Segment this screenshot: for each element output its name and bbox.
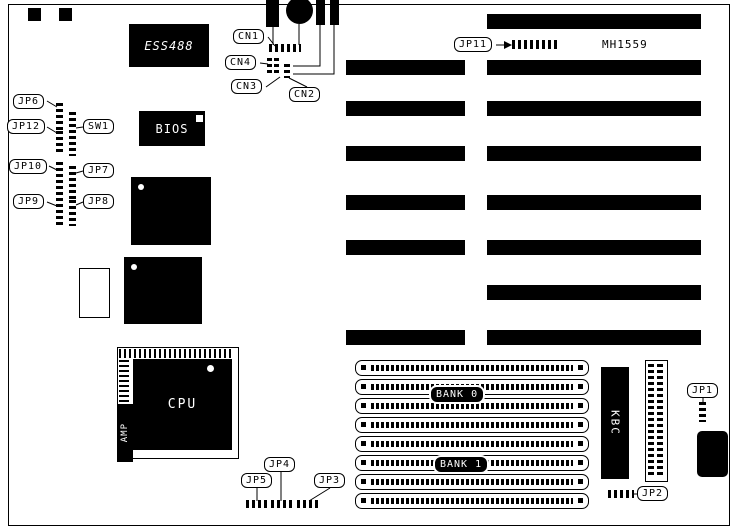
label-jp7: JP7: [83, 163, 115, 178]
top-connector-b: [316, 0, 325, 25]
jp3-pin-header: [297, 500, 319, 508]
din-keyboard-connector: [286, 0, 313, 24]
simm-socket: [355, 436, 589, 452]
cpu-label: CPU: [167, 397, 198, 412]
label-jp10: JP10: [9, 159, 48, 174]
solder-pad: [59, 8, 72, 21]
jp6-pin-header: [56, 103, 63, 131]
jp5-pin-header: [246, 500, 268, 508]
label-cn4: CN4: [225, 55, 257, 70]
isa-slot-segment: [346, 195, 465, 210]
label-jp12: JP12: [7, 119, 46, 134]
label-jp4: JP4: [264, 457, 296, 472]
label-cn3: CN3: [231, 79, 263, 94]
simm-socket: [355, 493, 589, 509]
header-pins: [657, 364, 663, 476]
cn2-pin-header: [284, 64, 290, 78]
crystal-oscillator: [79, 268, 110, 318]
pin1-dot: [131, 264, 137, 270]
jp11-pin-header: [512, 40, 558, 49]
power-header-connector: [645, 360, 668, 482]
label-jp6: JP6: [13, 94, 45, 109]
isa-slot-segment: [346, 60, 465, 75]
label-jp3: JP3: [314, 473, 346, 488]
jp12-pin-header: [56, 131, 63, 155]
amp-regulator: AMP: [117, 404, 133, 462]
kbc-label: KBC: [608, 410, 622, 436]
simm-socket: [355, 360, 589, 376]
isa-slot-segment: [487, 60, 701, 75]
label-jp5: JP5: [241, 473, 273, 488]
isa-slot-segment: [487, 240, 701, 255]
jp9-pin-header: [56, 198, 63, 226]
label-jp8: JP8: [83, 194, 115, 209]
jp2-pin-header: [608, 490, 634, 498]
top-connector-a: [266, 0, 279, 27]
isa-slot-segment: [487, 195, 701, 210]
bios-notch: [196, 115, 203, 122]
header-pins: [648, 364, 654, 476]
simm-socket: [355, 417, 589, 433]
sw1-dip-switch: [69, 112, 76, 156]
isa-slot-segment: [487, 14, 701, 29]
amp-label: AMP: [120, 423, 130, 443]
jp1-pin-header: [699, 402, 706, 422]
qfp-chip-1: [131, 177, 211, 245]
qfp-chip-2: [124, 257, 202, 324]
cpu-die: CPU: [133, 359, 232, 450]
keyboard-connector: [697, 431, 728, 477]
board-marking: MH1559: [602, 38, 648, 51]
bank0-label: BANK 0: [431, 387, 484, 402]
chip-bios-label: BIOS: [155, 121, 189, 136]
isa-slot-segment: [346, 101, 465, 116]
solder-pad: [28, 8, 41, 21]
isa-slot-segment: [487, 330, 701, 345]
label-jp9: JP9: [13, 194, 45, 209]
jp8-pin-header: [69, 200, 76, 226]
jp10-pin-header: [56, 162, 63, 198]
chip-bios: BIOS: [139, 111, 205, 146]
isa-slot-segment: [487, 101, 701, 116]
label-jp1: JP1: [687, 383, 719, 398]
label-cn1: CN1: [233, 29, 265, 44]
jp4-pin-header: [271, 500, 293, 508]
isa-slot-segment: [346, 330, 465, 345]
jp7-pin-header: [69, 166, 76, 200]
isa-slot-segment: [346, 240, 465, 255]
simm-socket: [355, 474, 589, 490]
label-cn2: CN2: [289, 87, 321, 102]
isa-slot-segment: [487, 285, 701, 300]
cn4-pin-header: [274, 58, 279, 76]
cn4-pin-header: [267, 58, 272, 76]
cpu-socket-pins-left: [119, 360, 129, 402]
cpu-socket-pins-top: [119, 349, 232, 358]
label-jp2: JP2: [637, 486, 669, 501]
cn1-pin-header: [269, 44, 301, 52]
isa-slot-segment: [346, 146, 465, 161]
pin1-dot: [138, 184, 144, 190]
label-sw1: SW1: [83, 119, 115, 134]
chip-ess488: ESS488: [129, 24, 209, 67]
chip-ess488-label: ESS488: [144, 38, 194, 53]
label-jp11: JP11: [454, 37, 493, 52]
chip-kbc: KBC: [601, 367, 629, 479]
cpu-orientation-dot: [207, 365, 214, 372]
top-connector-c: [330, 0, 339, 25]
isa-slot-segment: [487, 146, 701, 161]
bank1-label: BANK 1: [435, 457, 488, 472]
